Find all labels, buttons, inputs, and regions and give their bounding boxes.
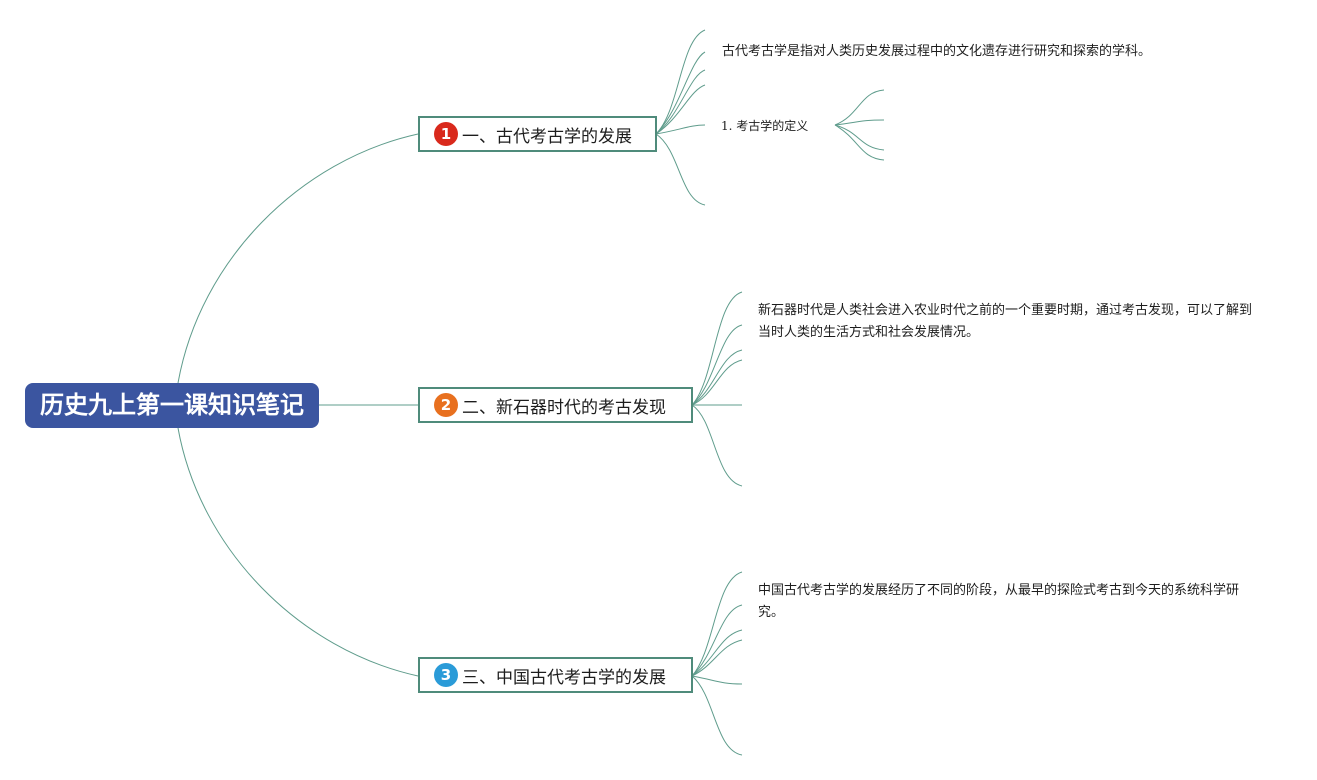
number-2-icon: 2 [434, 393, 458, 417]
connector-root-branch-3 [177, 427, 419, 677]
branch-topic-1-label: 一、古代考古学的发展 [462, 126, 632, 147]
branch-topic-3-label: 三、中国古代考古学的发展 [462, 667, 666, 688]
branch-topic-1[interactable]: 1 一、古代考古学的发展 [418, 116, 657, 152]
number-1-icon: 1 [434, 122, 458, 146]
connector-b3-leaf-a [691, 571, 743, 677]
branch-topic-2-label: 二、新石器时代的考古发现 [462, 397, 666, 418]
root-topic[interactable]: 历史九上第一课知识笔记 [25, 383, 319, 428]
number-3-icon: 3 [434, 663, 458, 687]
connector-b3-leaf-d [691, 639, 743, 677]
connector-b2-leaf-c [691, 349, 743, 406]
connector-b3-leaf-e [691, 675, 743, 685]
connector-b1-leaf-b [655, 51, 706, 135]
sub-topic-definition-label: 1. 考古学的定义 [721, 119, 809, 133]
connector-b1-leaf-d [655, 84, 706, 135]
connector-b2-leaf-f [691, 404, 743, 487]
connector-b1-leaf-f [655, 133, 706, 206]
connector-b3-leaf-b [691, 604, 743, 677]
connector-sub-leaf-d [834, 124, 885, 161]
connector-b3-leaf-c [691, 629, 743, 677]
connector-sub-leaf-b [834, 119, 885, 126]
connector-sub-leaf-a [834, 89, 885, 126]
connector-b1-leaf-c [655, 69, 706, 135]
branch-2-note-text: 新石器时代是人类社会进入农业时代之前的一个重要时期，通过考古发现，可以了解到当时… [758, 303, 1253, 340]
branch-2-note[interactable]: 新石器时代是人类社会进入农业时代之前的一个重要时期，通过考古发现，可以了解到当时… [758, 300, 1258, 344]
connector-root-branch-1 [177, 133, 419, 384]
connector-b1-leaf-e [655, 124, 706, 135]
connector-sub-leaf-c [834, 124, 885, 151]
connector-b2-leaf-a [691, 291, 743, 406]
branch-3-note[interactable]: 中国古代考古学的发展经历了不同的阶段，从最早的探险式考古到今天的系统科学研究。 [758, 580, 1258, 624]
root-topic-label: 历史九上第一课知识笔记 [40, 391, 304, 419]
connector-b2-leaf-b [691, 324, 743, 406]
branch-3-note-text: 中国古代考古学的发展经历了不同的阶段，从最早的探险式考古到今天的系统科学研究。 [758, 583, 1240, 620]
branch-topic-2[interactable]: 2 二、新石器时代的考古发现 [418, 387, 693, 423]
sub-topic-definition[interactable]: 1. 考古学的定义 [721, 117, 808, 134]
connector-b2-leaf-d [691, 359, 743, 406]
connector-b1-leaf-a [655, 29, 706, 135]
branch-1-note[interactable]: 古代考古学是指对人类历史发展过程中的文化遗存进行研究和探索的学科。 [722, 41, 1282, 63]
branch-topic-3[interactable]: 3 三、中国古代考古学的发展 [418, 657, 693, 693]
branch-1-note-text: 古代考古学是指对人类历史发展过程中的文化遗存进行研究和探索的学科。 [722, 44, 1152, 59]
connector-b3-leaf-f [691, 675, 743, 756]
